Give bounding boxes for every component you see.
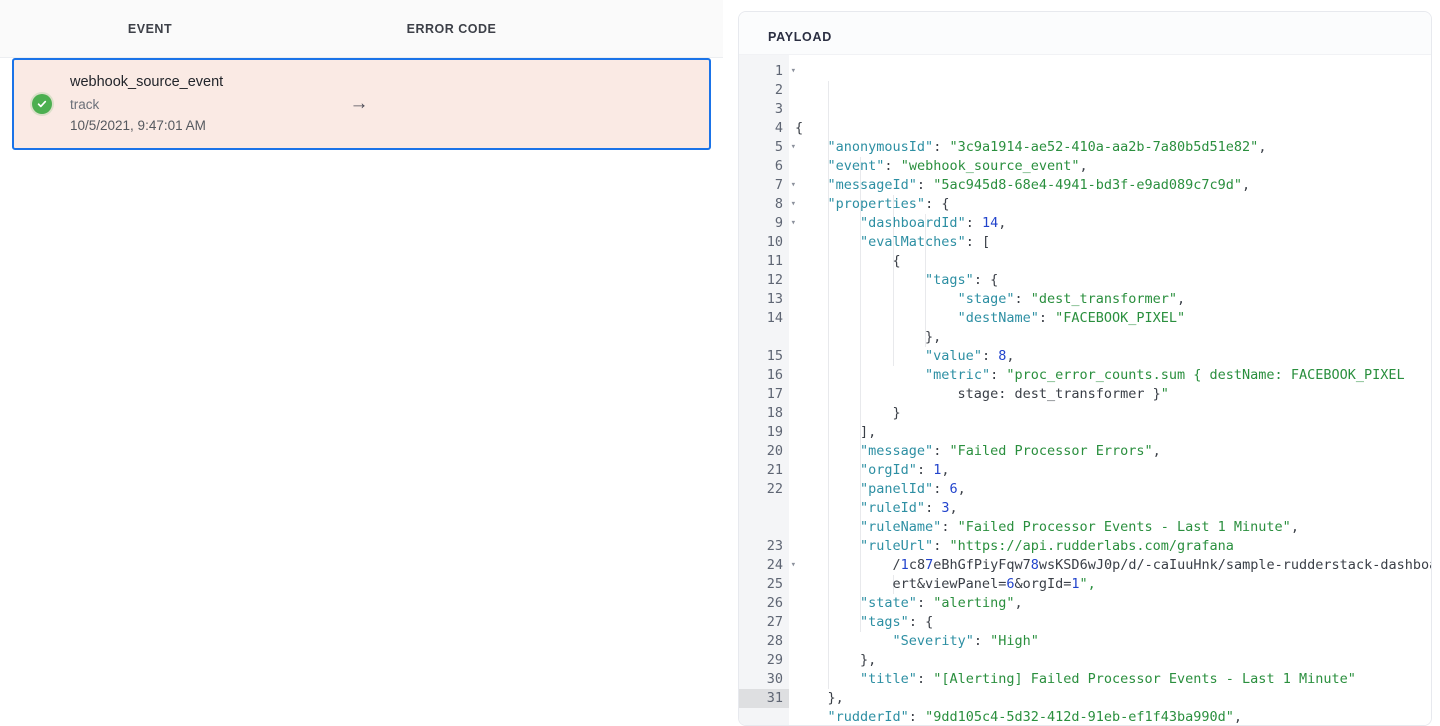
code-line[interactable]: "panelId": 6,	[860, 481, 966, 497]
event-type: track	[70, 96, 100, 112]
line-number[interactable]: 10	[766, 234, 783, 250]
code-line[interactable]: "tags": {	[860, 614, 934, 630]
line-number[interactable]: 6	[774, 158, 783, 174]
line-number[interactable]: 29	[766, 652, 783, 668]
payload-title: PAYLOAD	[739, 12, 1431, 54]
code-line[interactable]: "event": "webhook_source_event",	[827, 158, 1088, 174]
editor-code-area[interactable]: { "anonymousId": "3c9a1914-ae52-410a-aa2…	[789, 55, 1431, 725]
line-number[interactable]: 2	[774, 82, 783, 98]
line-number[interactable]: 11	[766, 253, 783, 269]
code-line[interactable]: "dashboardId": 14,	[860, 215, 1007, 231]
event-timestamp: 10/5/2021, 9:47:01 AM	[70, 117, 206, 133]
code-line[interactable]: "tags": {	[925, 272, 999, 288]
code-line[interactable]: },	[795, 690, 844, 706]
flow-arrow-icon: →	[349, 93, 369, 114]
line-number[interactable]: 24▾	[766, 557, 796, 573]
column-header-error-code[interactable]: ERROR CODE	[406, 21, 497, 36]
code-line[interactable]: "ruleId": 3,	[860, 500, 958, 516]
line-number[interactable]: 19	[766, 424, 783, 440]
code-line[interactable]: ],	[795, 424, 877, 440]
line-number[interactable]: 4	[774, 120, 783, 136]
code-line[interactable]: },	[795, 329, 942, 345]
fold-toggle-icon[interactable]: ▾	[790, 199, 796, 209]
code-line[interactable]: "properties": {	[827, 196, 950, 212]
line-number[interactable]: 14	[766, 310, 783, 326]
code-line[interactable]: "orgId": 1,	[860, 462, 950, 478]
events-table-header: EVENT ERROR CODE	[0, 0, 723, 58]
line-number[interactable]: 21	[766, 462, 783, 478]
line-number[interactable]: 13	[766, 291, 783, 307]
line-number[interactable]: 27	[766, 614, 783, 630]
green-check-circle-icon	[32, 94, 52, 114]
event-info: webhook_source_event track 10/5/2021, 9:…	[70, 73, 314, 135]
code-line[interactable]: "destName": "FACEBOOK_PIXEL"	[957, 310, 1186, 326]
table-row[interactable]: webhook_source_event track 10/5/2021, 9:…	[12, 58, 711, 150]
code-line[interactable]: "stage": "dest_transformer",	[957, 291, 1186, 307]
code-line[interactable]: "ruleUrl": "https://api.rudderlabs.com/g…	[795, 538, 1431, 592]
code-line[interactable]: "messageId": "5ac945d8-68e4-4941-bd3f-e9…	[827, 177, 1251, 193]
line-number[interactable]: 9▾	[774, 215, 796, 231]
fold-toggle-icon[interactable]: ▾	[790, 142, 796, 152]
fold-toggle-icon[interactable]: ▾	[790, 560, 796, 570]
fold-toggle-icon[interactable]: ▾	[790, 218, 796, 228]
line-number[interactable]: 22	[766, 481, 783, 497]
code-line[interactable]: "state": "alerting",	[860, 595, 1023, 611]
line-number[interactable]: 30	[766, 671, 783, 687]
line-number[interactable]: 15	[766, 348, 783, 364]
code-line[interactable]: "metric": "proc_error_counts.sum { destN…	[795, 367, 1405, 402]
line-number[interactable]: 8▾	[774, 196, 796, 212]
code-line[interactable]: "Severity": "High"	[892, 633, 1039, 649]
code-line[interactable]: {	[795, 120, 804, 136]
line-number[interactable]: 28	[766, 633, 783, 649]
code-line[interactable]: "anonymousId": "3c9a1914-ae52-410a-aa2b-…	[827, 139, 1267, 155]
event-name: webhook_source_event	[70, 74, 224, 90]
events-panel: EVENT ERROR CODE webhook_source_event tr…	[0, 0, 723, 150]
line-number[interactable]: 25	[766, 576, 783, 592]
line-number[interactable]: 20	[766, 443, 783, 459]
code-line[interactable]: },	[795, 652, 877, 668]
line-number[interactable]: 18	[766, 405, 783, 421]
code-line[interactable]: }	[795, 405, 901, 421]
line-number[interactable]: 17	[766, 386, 783, 402]
line-number[interactable]: 12	[766, 272, 783, 288]
fold-toggle-icon[interactable]: ▾	[790, 66, 796, 76]
line-number[interactable]: 16	[766, 367, 783, 383]
line-number[interactable]: 26	[766, 595, 783, 611]
status-cell	[14, 94, 70, 114]
line-number[interactable]: 23	[766, 538, 783, 554]
line-number[interactable]: 3	[774, 101, 783, 117]
code-line[interactable]: "rudderId": "9dd105c4-5d32-412d-91eb-ef1…	[827, 709, 1243, 725]
line-number[interactable]: 1▾	[774, 63, 796, 79]
code-line[interactable]: "title": "[Alerting] Failed Processor Ev…	[860, 671, 1356, 687]
code-line[interactable]: "evalMatches": [	[860, 234, 991, 250]
code-line[interactable]: "message": "Failed Processor Errors",	[860, 443, 1161, 459]
line-number[interactable]: 31	[739, 689, 789, 708]
fold-toggle-icon[interactable]: ▾	[790, 180, 796, 190]
code-line[interactable]: "ruleName": "Failed Processor Events - L…	[860, 519, 1299, 535]
line-number[interactable]: 7▾	[774, 177, 796, 193]
line-number[interactable]: 5▾	[774, 139, 796, 155]
column-header-event[interactable]: EVENT	[127, 21, 173, 36]
code-line[interactable]: "value": 8,	[925, 348, 1015, 364]
code-line[interactable]: {	[795, 253, 901, 269]
